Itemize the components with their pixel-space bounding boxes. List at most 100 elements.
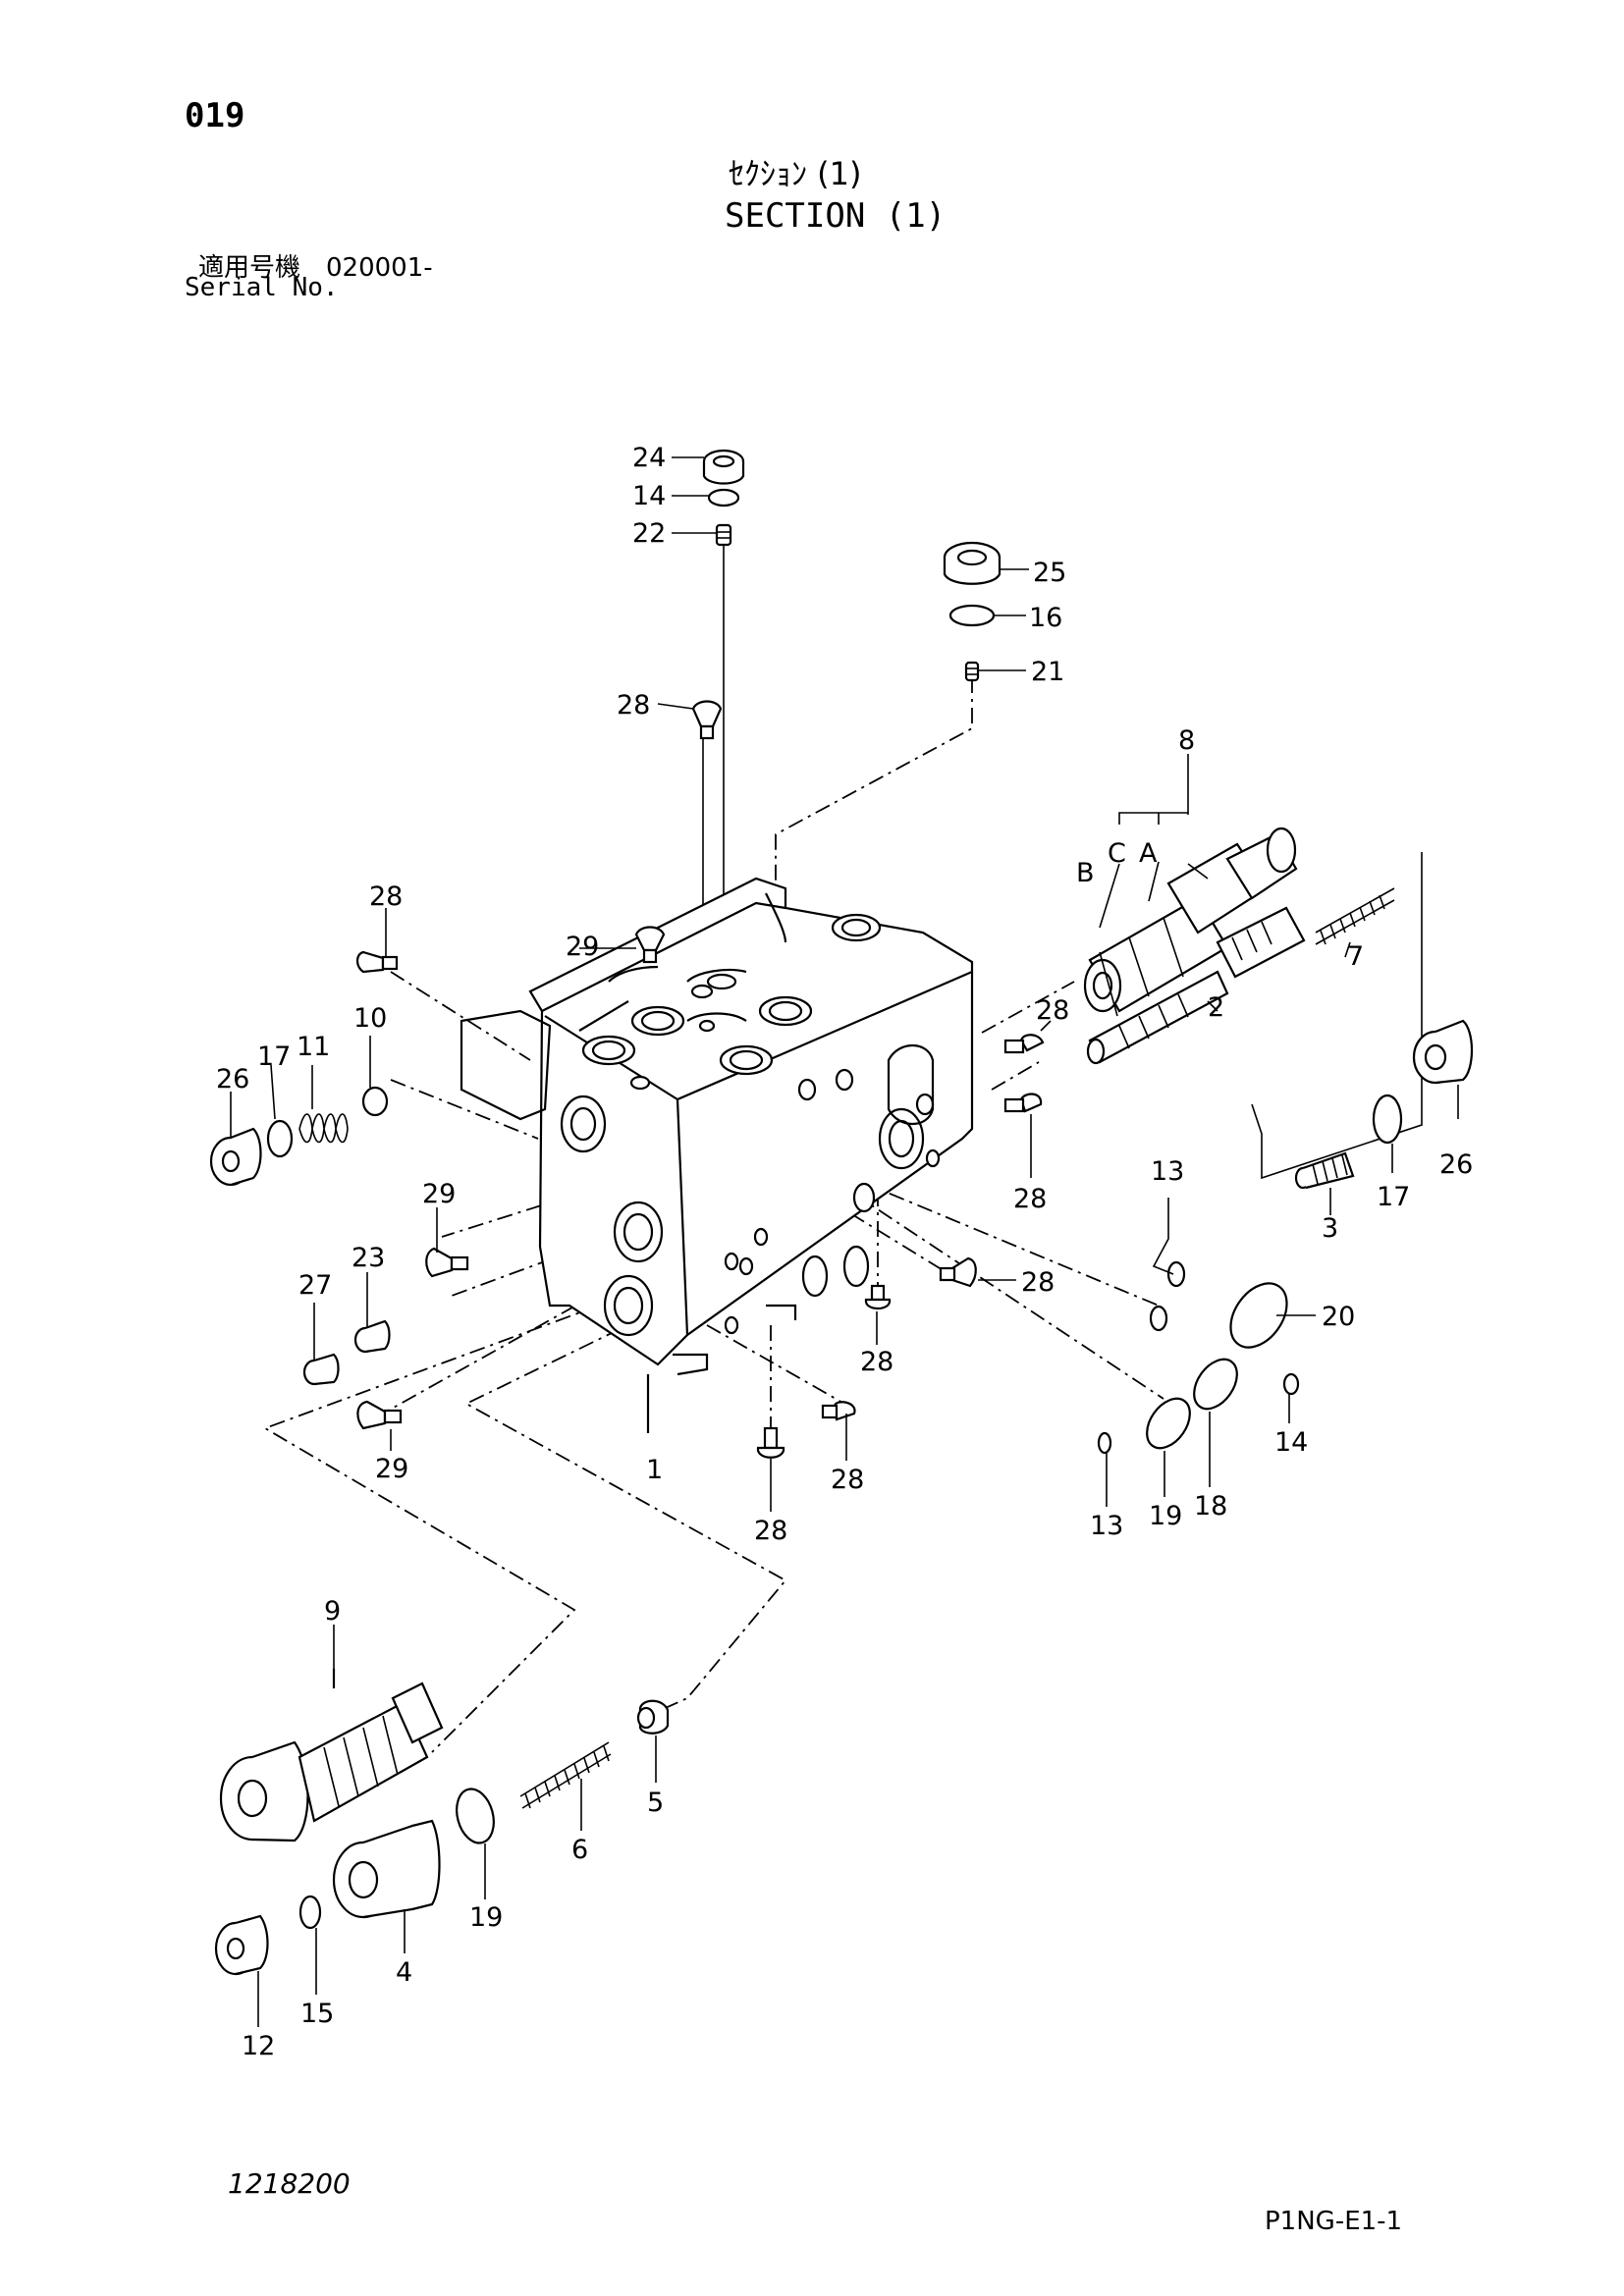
- callout-16: 16: [1029, 603, 1062, 633]
- sheet-code: P1NG-E1-1: [1265, 2207, 1403, 2236]
- callout-11: 11: [297, 1032, 330, 1062]
- o-ring-part-19-right: [1146, 1397, 1191, 1450]
- plug-part-24: [702, 449, 745, 485]
- spring-part-3: [1294, 1151, 1355, 1190]
- screw-part-28-bottom: [756, 1426, 785, 1459]
- callout-19: 19: [469, 1902, 503, 1933]
- callout-28: 28: [369, 881, 403, 912]
- set-screw-part-21: [964, 661, 980, 682]
- callout-9: 9: [324, 1596, 341, 1627]
- callout-18: 18: [1194, 1491, 1227, 1522]
- spring-part-6: [519, 1741, 612, 1809]
- screw-part-28-right-mid: [1003, 1093, 1043, 1113]
- drawing-number: 1218200: [228, 2167, 351, 2200]
- valve-body-part-1: [460, 877, 974, 1433]
- callout-17: 17: [1377, 1182, 1410, 1212]
- screw-part-29-bottom: [356, 1400, 403, 1430]
- callout-25: 25: [1033, 558, 1066, 588]
- o-ring-part-16: [948, 604, 996, 627]
- callout-1: 1: [646, 1455, 663, 1485]
- plug-part-26-left: [209, 1127, 262, 1187]
- callout-labels: 24 14 22 25 16 21 28 8 A B C 7 2 28 29 2…: [216, 443, 1473, 2061]
- callout-27: 27: [298, 1270, 332, 1301]
- plug-part-4: [332, 1819, 441, 1919]
- callout-29: 29: [375, 1454, 408, 1484]
- callout-17: 17: [257, 1041, 291, 1072]
- spool-assembly-part-8: [1083, 827, 1298, 1017]
- callout-12: 12: [242, 2031, 275, 2061]
- plug-part-27: [302, 1353, 340, 1386]
- screw-part-28-bottom-right: [821, 1401, 856, 1421]
- callout-14: 14: [1274, 1427, 1308, 1458]
- screw-part-28-left: [355, 950, 399, 974]
- plug-part-23: [353, 1319, 391, 1354]
- o-ring-part-13-upper: [1166, 1260, 1186, 1288]
- callout-c: C: [1108, 838, 1126, 869]
- callout-13: 13: [1090, 1511, 1123, 1541]
- o-ring-part-17-right: [1372, 1094, 1403, 1145]
- callout-29: 29: [566, 932, 599, 962]
- screw-part-29-left: [425, 1247, 469, 1278]
- title-japanese: ｾｸｼｮﾝ (1): [729, 155, 862, 192]
- callout-26: 26: [216, 1064, 249, 1095]
- o-ring-part-13-mid: [1149, 1305, 1168, 1332]
- screw-part-28-right-upper: [1003, 1034, 1045, 1054]
- screw-part-28-top: [691, 700, 723, 740]
- callout-19: 19: [1149, 1501, 1182, 1531]
- o-ring-part-19-left: [456, 1788, 495, 1844]
- o-ring-part-13-lower: [1097, 1431, 1112, 1455]
- callout-leaders: [230, 456, 1459, 2027]
- screw-part-28-center: [939, 1256, 977, 1288]
- plug-part-12: [214, 1914, 269, 1976]
- callout-4: 4: [396, 1957, 412, 1988]
- check-part-5: [636, 1699, 670, 1735]
- page-title: SECTION (1): [725, 196, 947, 236]
- screw-part-29-top: [634, 926, 666, 964]
- serial-label-japanese: 適用号機 020001-: [198, 253, 433, 283]
- screw-part-28-lower: [864, 1284, 892, 1310]
- callout-24: 24: [632, 443, 666, 473]
- callout-22: 22: [632, 518, 666, 549]
- callout-28: 28: [860, 1347, 893, 1377]
- callout-20: 20: [1322, 1302, 1355, 1332]
- spring-part-11: [298, 1113, 349, 1144]
- callout-a: A: [1139, 838, 1158, 869]
- callout-14: 14: [632, 481, 666, 511]
- o-ring-part-18: [1193, 1358, 1238, 1411]
- spool-part-2: [1086, 906, 1306, 1065]
- callout-28: 28: [754, 1516, 787, 1546]
- o-ring-part-15: [298, 1895, 322, 1930]
- callout-8: 8: [1178, 725, 1195, 756]
- callout-28: 28: [1036, 995, 1069, 1026]
- callout-b: B: [1076, 858, 1095, 888]
- callout-28: 28: [1021, 1267, 1055, 1298]
- page-number: 019: [185, 96, 245, 135]
- callout-26: 26: [1439, 1149, 1473, 1180]
- valve-part-9: [219, 1669, 444, 1842]
- set-screw-part-22: [715, 523, 732, 547]
- callout-5: 5: [647, 1788, 664, 1818]
- o-ring-part-14-right: [1282, 1372, 1300, 1396]
- callout-2: 2: [1208, 992, 1224, 1023]
- callout-15: 15: [300, 1999, 334, 2029]
- spring-part-7: [1315, 887, 1395, 945]
- plug-part-25: [943, 541, 1001, 585]
- serial-label: Serial No.: [185, 273, 339, 302]
- o-ring-part-14: [707, 488, 740, 507]
- plug-part-26-right: [1412, 1019, 1473, 1085]
- callout-7: 7: [1347, 941, 1364, 972]
- callout-6: 6: [571, 1835, 588, 1865]
- callout-28: 28: [617, 690, 650, 721]
- o-ring-part-17-left: [266, 1119, 294, 1158]
- o-ring-part-20: [1229, 1282, 1288, 1349]
- callout-23: 23: [352, 1243, 385, 1273]
- callout-28: 28: [831, 1465, 864, 1495]
- callout-28: 28: [1013, 1184, 1047, 1214]
- callout-3: 3: [1322, 1213, 1338, 1244]
- callout-29: 29: [422, 1179, 456, 1209]
- callout-13: 13: [1151, 1156, 1184, 1187]
- callout-21: 21: [1031, 657, 1064, 687]
- ring-part-10: [361, 1086, 389, 1117]
- callout-10: 10: [353, 1003, 387, 1034]
